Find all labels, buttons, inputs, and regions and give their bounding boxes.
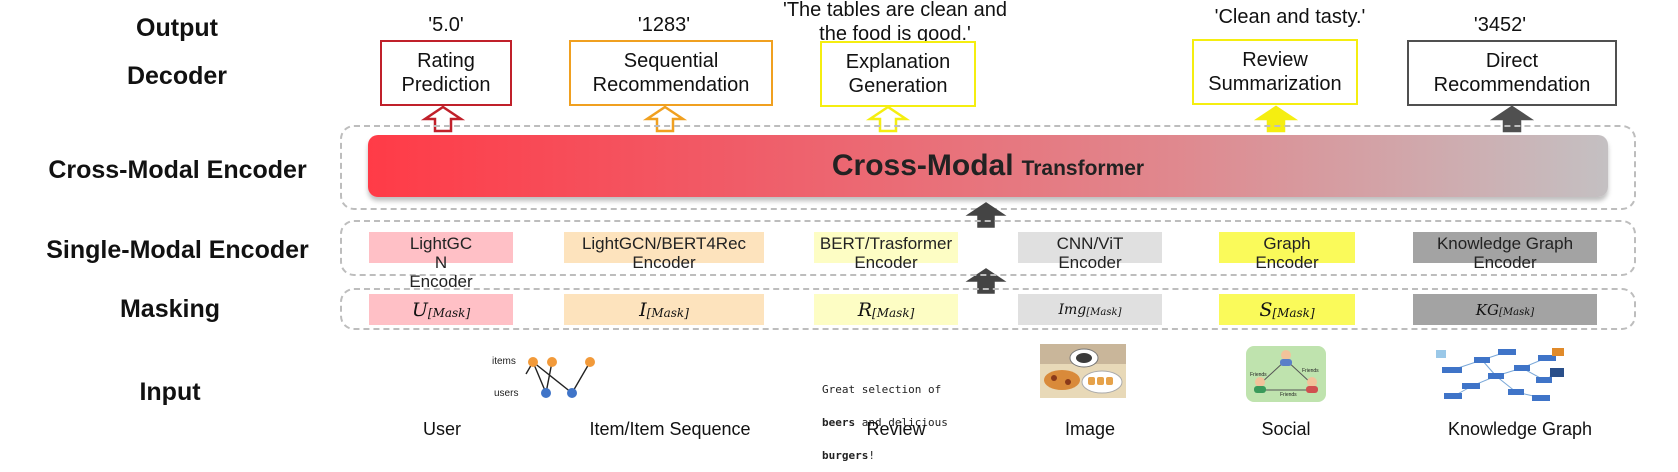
row-label-input: Input (139, 378, 201, 406)
review-text: and delicious (855, 416, 948, 429)
review-line1: Great selection of (822, 383, 942, 396)
up-arrow-icon-sequential (642, 105, 688, 133)
output-rating-value: '5.0' (428, 14, 464, 36)
up-arrow-icon-review (1253, 105, 1299, 133)
mask-symbol: Img (1058, 301, 1087, 318)
mask-subscript: [Mask] (1086, 307, 1122, 318)
decoder-label: Sequential (623, 50, 719, 72)
masking-region (340, 288, 1636, 330)
mask-subscript: [Mask] (427, 305, 471, 320)
mask-subscript: [Mask] (1272, 305, 1315, 320)
output-explanation-line1: 'The tables are clean and (783, 0, 1007, 21)
output-review-value: 'Clean and tasty.' (1214, 6, 1366, 28)
input-label-user: User (422, 419, 461, 439)
up-arrow-icon-explanation (865, 105, 911, 133)
mask-image: Img[Mask] (1018, 294, 1162, 325)
encoder-review: BERT/Trasformer Encoder (814, 232, 958, 272)
mask-subscript: [Mask] (646, 305, 689, 320)
mask-symbol: S (1259, 298, 1273, 321)
encoder-label: Encoder (854, 253, 918, 272)
social-friends-label: Friends (1280, 392, 1297, 398)
mask-social: S[Mask] (1219, 294, 1355, 325)
review-bold-word: beers (822, 416, 856, 429)
input-label-social: Social (1261, 419, 1311, 439)
row-label-decoder: Decoder (126, 62, 228, 90)
row-label-single-modal-encoder: Single-Modal Encoder (46, 236, 309, 264)
output-sequential-value: '1283' (637, 14, 691, 36)
mask-item: I[Mask] (564, 294, 764, 325)
mask-review: R[Mask] (814, 294, 958, 325)
bipartite-graph-icon: items users (492, 356, 595, 399)
social-friends-label: Friends (1250, 372, 1267, 378)
review-line2: beers and delicious (822, 417, 948, 428)
encoder-label: Encoder (1255, 253, 1319, 272)
decoder-label: Review (1242, 49, 1308, 71)
row-label-cross-modal-encoder: Cross-Modal Encoder (48, 156, 307, 184)
decoder-label: Generation (848, 75, 948, 97)
encoder-label: N (434, 253, 448, 272)
decoder-label: Explanation (845, 51, 951, 73)
encoder-label: Encoder (1058, 253, 1122, 272)
encoder-label: LightGCN/BERT4Rec (581, 234, 747, 253)
up-arrow-icon-single-to-cross (965, 202, 1007, 228)
mask-subscript: [Mask] (1499, 307, 1535, 318)
encoder-label: Knowledge Graph (1436, 234, 1574, 253)
decoder-label: Summarization (1208, 73, 1342, 95)
encoder-label: Encoder (632, 253, 696, 272)
encoder-item-sequence: LightGCN/BERT4Rec Encoder (564, 232, 764, 272)
bipartite-items-label: items (492, 356, 516, 367)
food-photo-icon (1040, 344, 1126, 398)
encoder-label: Encoder (409, 272, 473, 291)
mask-subscript: [Mask] (872, 305, 915, 320)
transformer-title: Cross-Modal (831, 149, 1014, 182)
transformer-subtitle: Transformer (1021, 157, 1145, 180)
input-label-image: Image (1064, 419, 1116, 439)
mask-symbol: R (857, 298, 873, 321)
encoder-user: LightGC N Encoder (369, 232, 513, 291)
knowledge-graph-icon (1436, 348, 1564, 401)
decoder-label: Recommendation (1433, 74, 1591, 96)
mask-symbol: KG (1475, 300, 1499, 319)
output-explanation-line2: the food is good.' (819, 23, 971, 45)
encoder-label: BERT/Trasformer (819, 234, 953, 253)
review-line3: burgers! (822, 450, 948, 461)
social-network-icon: Friends Friends Friends (1246, 346, 1326, 402)
bipartite-users-label: users (494, 388, 518, 399)
input-label-item-sequence: Item/Item Sequence (589, 419, 751, 439)
review-snippet: Great selection of beers and delicious b… (822, 362, 948, 472)
encoder-social: Graph Encoder (1219, 232, 1355, 272)
encoder-label: Encoder (1473, 253, 1537, 272)
encoder-label: CNN/ViT (1056, 234, 1124, 253)
cross-modal-transformer: Cross-Modal Transformer (368, 135, 1608, 197)
up-arrow-icon-direct (1489, 105, 1535, 133)
row-label-masking: Masking (119, 295, 221, 323)
mask-symbol: I (639, 298, 647, 321)
social-friends-label: Friends (1302, 368, 1319, 374)
decoder-label: Direct (1485, 50, 1539, 72)
single-modal-encoder-region (340, 220, 1636, 276)
mask-user: U[Mask] (369, 294, 513, 325)
encoder-label: Graph (1263, 234, 1311, 253)
encoder-image: CNN/ViT Encoder (1018, 232, 1162, 272)
review-text: ! (868, 449, 875, 462)
encoder-label: LightGC (409, 234, 473, 253)
review-bold-word: burgers (822, 449, 869, 462)
input-label-knowledge-graph: Knowledge Graph (1447, 419, 1593, 439)
mask-knowledge-graph: KG[Mask] (1413, 294, 1597, 325)
row-label-output: Output (136, 14, 218, 42)
decoder-label: Rating (417, 50, 475, 72)
mask-symbol: U (411, 298, 428, 321)
output-explanation-value: 'The tables are clean and the food is go… (760, 0, 1030, 46)
output-direct-value: '3452' (1473, 14, 1527, 36)
decoder-label: Recommendation (592, 74, 750, 96)
input-label-review: Review (866, 419, 926, 439)
encoder-knowledge-graph: Knowledge Graph Encoder (1413, 232, 1597, 272)
decoder-label: Prediction (401, 74, 491, 96)
up-arrow-icon-rating (420, 105, 466, 133)
